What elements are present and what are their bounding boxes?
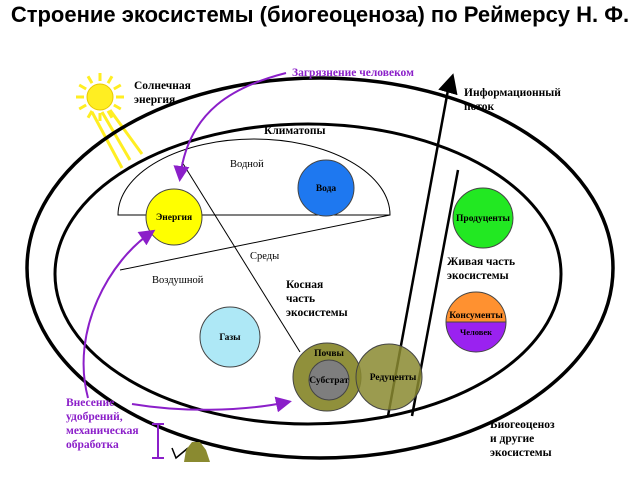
- water-zone-label: Водной: [230, 159, 264, 170]
- svg-text:экосистемы: экосистемы: [490, 447, 552, 459]
- pollution-label: Загрязнение человеком: [292, 67, 414, 79]
- producers-circle: [452, 187, 514, 249]
- svg-text:энергия: энергия: [134, 94, 175, 106]
- substrate-circle: [308, 359, 350, 401]
- living-label: Живая часть экосистемы: [447, 256, 515, 282]
- svg-text:Солнечная: Солнечная: [134, 80, 191, 92]
- reducers-label: Редуценты: [370, 373, 417, 383]
- gases-circle: [199, 306, 261, 368]
- svg-text:удобрений,: удобрений,: [66, 411, 123, 423]
- outer-ellipse: [25, 76, 615, 460]
- energy-circle: [145, 188, 203, 246]
- human-label: Человек: [460, 327, 492, 337]
- inner-ellipse: [53, 122, 563, 426]
- sun-icon: [76, 73, 124, 121]
- solar-label: Солнечная энергия: [134, 80, 191, 106]
- energy-label: Энергия: [156, 213, 192, 223]
- info-flow-label: Информационный поток: [464, 87, 561, 113]
- svg-text:часть: часть: [286, 293, 315, 305]
- other-ecosystems-label: Биогеоценоз и другие экосистемы: [490, 419, 555, 459]
- reducers-circle: [355, 343, 423, 411]
- sun-ray: [106, 75, 114, 84]
- plow-icon: [152, 423, 210, 462]
- air-zone-label: Воздушной: [152, 275, 204, 286]
- substrate-label: Субстрат: [309, 375, 349, 386]
- svg-text:Информационный: Информационный: [464, 87, 561, 99]
- fertilizers-label: Внесение удобрений, механическая обработ…: [66, 397, 139, 451]
- sun-ray: [113, 103, 122, 111]
- gases-label: Газы: [219, 333, 241, 343]
- soils-label: Почвы: [314, 349, 344, 359]
- abiotic-label: Косная часть экосистемы: [286, 279, 348, 319]
- svg-text:Внесение: Внесение: [66, 397, 114, 409]
- svg-text:и другие: и другие: [490, 433, 534, 445]
- fertilizer-arrow-energy: [82, 229, 156, 399]
- svg-text:Биогеоценоз: Биогеоценоз: [490, 419, 555, 431]
- sun-ray: [78, 83, 87, 91]
- svg-text:обработка: обработка: [66, 439, 119, 451]
- svg-text:Косная: Косная: [286, 279, 323, 291]
- sun-ray: [106, 110, 114, 119]
- human-segment: [445, 321, 507, 353]
- consumers-label: Консументы: [449, 311, 503, 321]
- pollution-arrow: [173, 72, 287, 182]
- media-label: Среды: [250, 251, 279, 262]
- sun-ray: [78, 103, 87, 111]
- page-title: Строение экосистемы (биогеоценоза) по Ре…: [10, 2, 630, 27]
- climatope-region: [117, 138, 391, 353]
- svg-text:механическая: механическая: [66, 425, 139, 437]
- producers-label: Продуценты: [456, 214, 511, 224]
- climatopes-label: Климатопы: [264, 125, 325, 137]
- consumers-segment: [445, 291, 507, 323]
- svg-text:экосистемы: экосистемы: [286, 307, 348, 319]
- water-label: Вода: [316, 184, 337, 194]
- sun-ray: [86, 75, 94, 84]
- fertilizer-arrow-soils: [131, 396, 292, 413]
- svg-text:экосистемы: экосистемы: [447, 270, 509, 282]
- svg-text:поток: поток: [464, 101, 494, 113]
- water-circle: [297, 159, 355, 217]
- sun-beams: [90, 109, 144, 169]
- sun-ray: [113, 83, 122, 91]
- sun-ray: [86, 110, 94, 119]
- svg-text:Живая часть: Живая часть: [447, 256, 515, 268]
